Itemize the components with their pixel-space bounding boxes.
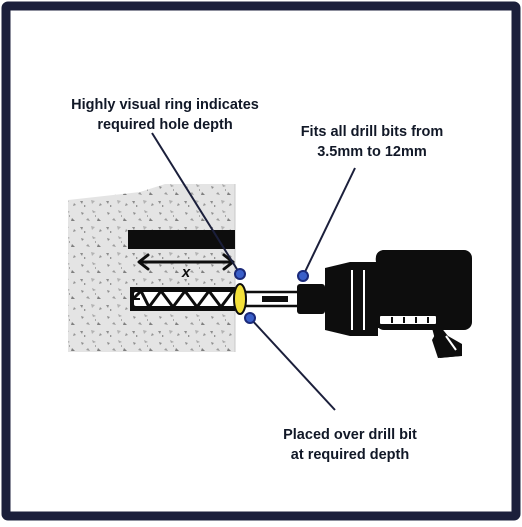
existing-hole <box>128 230 235 249</box>
measure-label: x <box>181 264 191 281</box>
callout-dot <box>244 312 256 324</box>
leader-lines <box>151 132 356 411</box>
drill-bit <box>131 288 302 310</box>
leader-placement <box>249 317 336 411</box>
leader-ring-depth <box>151 132 241 275</box>
callout-dot <box>297 270 309 282</box>
callout-ring-depth-line1: Highly visual ring indicates <box>71 97 259 113</box>
callout-ring-depth-line2: required hole depth <box>97 117 233 133</box>
callout-dots <box>234 268 309 324</box>
depth-ring <box>233 283 247 315</box>
drill-details <box>351 270 457 351</box>
callout-placement-line1: Placed over drill bit <box>283 427 417 443</box>
concrete-block <box>68 184 236 352</box>
callout-placement: Placed over drill bit at required depth <box>250 425 450 465</box>
callout-drill-bits: Fits all drill bits from 3.5mm to 12mm <box>272 122 472 162</box>
callout-drill-bits-line1: Fits all drill bits from <box>300 124 444 140</box>
callout-ring-depth: Highly visual ring indicates required ho… <box>40 95 290 135</box>
callout-placement-line2: at required depth <box>290 447 410 463</box>
callout-dot <box>234 268 246 280</box>
callout-drill-bits-line2: 3.5mm to 12mm <box>317 144 427 160</box>
leader-drill-bits <box>302 167 356 277</box>
